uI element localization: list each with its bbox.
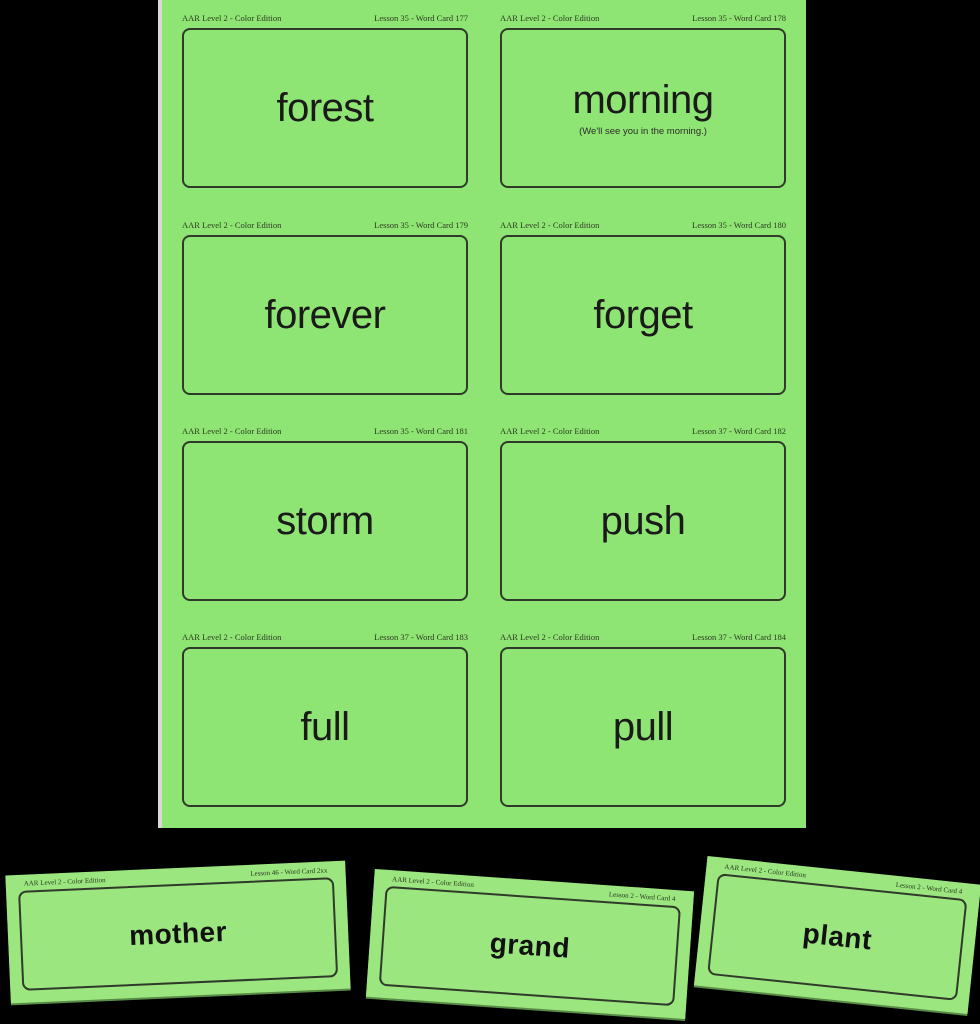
loose-word-card: AAR Level 2 - Color Edition Lesson 46 - … — [5, 860, 351, 1004]
card-word: push — [600, 499, 686, 543]
card-series: AAR Level 2 - Color Edition — [182, 13, 282, 23]
word-card: forget — [500, 235, 786, 395]
card-ref: Lesson 35 - Word Card 178 — [692, 13, 786, 23]
card-word: forever — [264, 293, 387, 337]
loose-word-card: AAR Level 2 - Color Edition Lesson 2 - W… — [365, 868, 695, 1020]
card-series: AAR Level 2 - Color Edition — [23, 876, 106, 888]
card-ref: Lesson 37 - Word Card 182 — [692, 426, 786, 436]
card-ref: Lesson 35 - Word Card 181 — [374, 426, 468, 436]
card-word: forest — [276, 86, 374, 130]
card-header: AAR Level 2 - Color Edition Lesson 35 - … — [500, 220, 786, 232]
card-sentence: (We'll see you in the morning.) — [579, 125, 707, 137]
card-ref: Lesson 46 - Word Card 2xx — [250, 866, 328, 878]
word-card: forever — [182, 235, 468, 395]
word-card: morning (We'll see you in the morning.) — [500, 28, 786, 188]
card-series: AAR Level 2 - Color Edition — [500, 220, 600, 230]
card-header: AAR Level 2 - Color Edition Lesson 37 - … — [500, 426, 786, 438]
word-card: full — [182, 647, 468, 807]
card-frame: grand — [378, 885, 681, 1007]
card-word: morning — [572, 77, 714, 122]
card-header: AAR Level 2 - Color Edition Lesson 37 - … — [182, 632, 468, 644]
card-ref: Lesson 37 - Word Card 183 — [374, 632, 468, 642]
card-word: pull — [612, 705, 674, 749]
card-ref: Lesson 35 - Word Card 177 — [374, 13, 468, 23]
card-header: AAR Level 2 - Color Edition Lesson 35 - … — [182, 426, 468, 438]
card-series: AAR Level 2 - Color Edition — [500, 632, 600, 642]
card-series: AAR Level 2 - Color Edition — [500, 13, 600, 23]
card-ref: Lesson 37 - Word Card 184 — [692, 632, 786, 642]
card-word: forget — [593, 293, 693, 337]
card-ref: Lesson 35 - Word Card 179 — [374, 220, 468, 230]
card-series: AAR Level 2 - Color Edition — [500, 426, 600, 436]
card-word: grand — [488, 927, 572, 964]
word-card: forest — [182, 28, 468, 188]
card-word: storm — [276, 499, 374, 543]
card-word: plant — [801, 917, 874, 956]
word-card: storm — [182, 441, 468, 601]
card-series: AAR Level 2 - Color Edition — [182, 220, 282, 230]
card-series: AAR Level 2 - Color Edition — [182, 632, 282, 642]
card-header: AAR Level 2 - Color Edition Lesson 35 - … — [182, 220, 468, 232]
card-word: full — [300, 705, 350, 749]
word-card: pull — [500, 647, 786, 807]
word-card: push — [500, 441, 786, 601]
card-ref: Lesson 35 - Word Card 180 — [692, 220, 786, 230]
card-header: AAR Level 2 - Color Edition Lesson 35 - … — [500, 13, 786, 25]
card-header: AAR Level 2 - Color Edition Lesson 37 - … — [500, 632, 786, 644]
loose-word-card: AAR Level 2 - Color Edition Lesson 2 - W… — [693, 855, 980, 1015]
card-header: AAR Level 2 - Color Edition Lesson 35 - … — [182, 13, 468, 25]
card-series: AAR Level 2 - Color Edition — [182, 426, 282, 436]
card-word: mother — [128, 915, 228, 952]
word-card-sheet: AAR Level 2 - Color Edition Lesson 35 - … — [162, 0, 806, 828]
card-frame: mother — [18, 877, 339, 991]
